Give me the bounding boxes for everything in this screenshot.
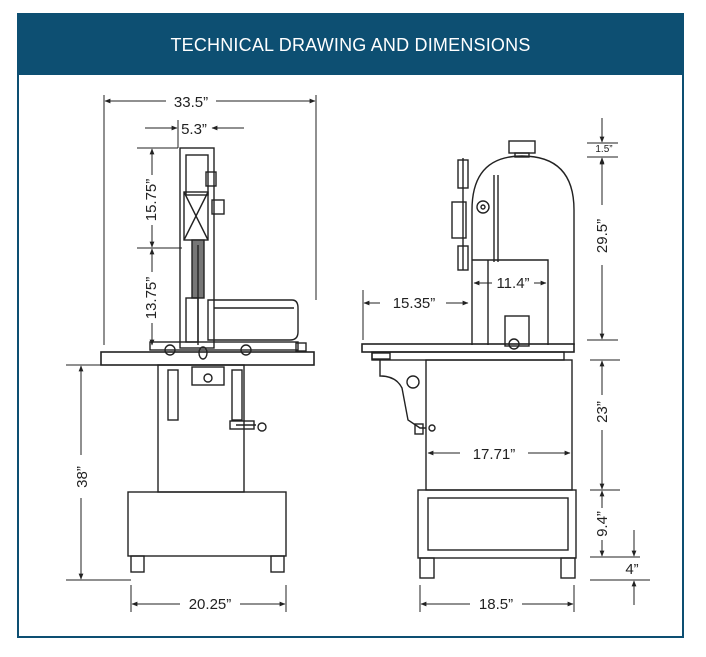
dim-cabinet-height: 23” — [594, 401, 611, 423]
side-view-dimensions — [362, 118, 650, 612]
page-title: TECHNICAL DRAWING AND DIMENSIONS — [19, 15, 682, 75]
dim-top-knob: 1.5” — [595, 144, 612, 155]
dim-base-depth: 18.5” — [479, 596, 513, 613]
dim-table-height: 38” — [74, 466, 91, 488]
front-view-machine — [100, 147, 315, 573]
side-view-machine — [361, 140, 577, 579]
dim-leg-height: 4” — [625, 561, 638, 578]
dim-lower-height: 13.75” — [143, 277, 160, 320]
dim-cabinet-depth: 17.71” — [473, 446, 516, 463]
dim-table-depth: 15.35” — [393, 295, 436, 312]
dim-cut-height: 15.75” — [143, 179, 160, 222]
dim-base-height: 9.4” — [594, 511, 611, 537]
dim-upper-height: 29.5” — [594, 219, 611, 253]
dim-base-width: 20.25” — [189, 596, 232, 613]
dim-throat: 11.4” — [496, 275, 529, 292]
dimension-labels: 33.5” 5.3” 15.75” 13.75” 38” 20.25” 1.5”… — [74, 94, 639, 613]
front-view-dimensions — [66, 95, 317, 612]
dim-overall-width: 33.5” — [174, 94, 208, 111]
dim-blade-guide-width: 5.3” — [181, 121, 207, 138]
